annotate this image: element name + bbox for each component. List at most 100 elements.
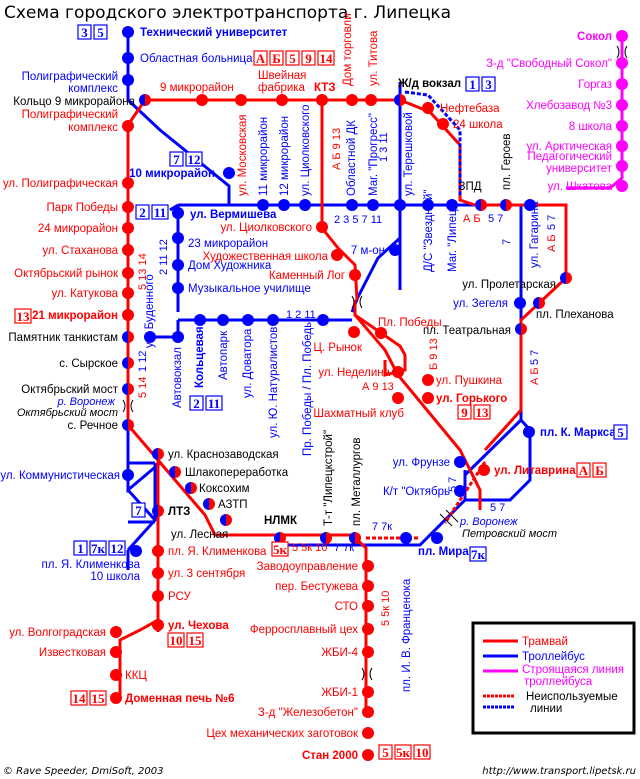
station-dot[interactable] [152, 567, 164, 579]
station-dot[interactable] [375, 327, 387, 339]
station-label[interactable]: ул. Арктическая [526, 141, 612, 153]
station-label[interactable]: Парк Победы [46, 202, 118, 214]
station-label[interactable]: Ферросплавный цех [250, 624, 358, 636]
station-dot[interactable] [110, 646, 122, 658]
station-label[interactable]: 12 микрорайон [279, 116, 291, 196]
station-dot[interactable] [122, 222, 134, 234]
station-dot[interactable] [110, 669, 122, 681]
station-label[interactable]: ЗПД [459, 181, 482, 193]
station-dot[interactable] [454, 456, 466, 468]
station-label[interactable]: АЗТП [218, 499, 248, 511]
station-label[interactable]: Шлакопереработка [185, 467, 289, 479]
station-label[interactable]: Пр. Победы / Пл. Победы [302, 320, 314, 456]
station-dot[interactable] [524, 199, 536, 211]
station-dot[interactable] [422, 374, 434, 386]
station-label[interactable]: Областная больница [140, 53, 253, 65]
station-label[interactable]: СТО [335, 601, 358, 613]
station-label[interactable]: ул. Гагарина [529, 201, 541, 268]
station-label[interactable]: ул. Зегеля [453, 298, 508, 310]
station-dot[interactable] [122, 309, 134, 321]
route-number-box[interactable]: 14 [317, 50, 335, 66]
station-label[interactable]: Известковая [39, 647, 106, 659]
website-link[interactable]: http://www.transport.lipetsk.ru [482, 766, 636, 777]
station-label[interactable]: ул. Катукова [51, 288, 118, 300]
station-dot[interactable] [196, 94, 208, 106]
station-label[interactable]: пл. И. В. Франценока [401, 578, 413, 692]
station-dot[interactable] [365, 94, 377, 106]
route-number-box[interactable]: 5 [285, 50, 300, 66]
route-number-box[interactable]: 5к [394, 744, 412, 760]
station-label[interactable]: Маг. "Прогресс" [368, 113, 380, 196]
station-dot-shared[interactable] [122, 419, 134, 431]
station-dot[interactable] [122, 469, 134, 481]
station-label[interactable]: 8 школа [569, 121, 613, 133]
station-label[interactable]: ул. Краснозаводская [168, 449, 279, 461]
route-number-box[interactable]: 5к [271, 541, 289, 557]
route-number-box[interactable]: 2 [135, 204, 150, 220]
station-label[interactable]: ул. Волгоградская [9, 627, 106, 639]
station-dot-shared[interactable] [152, 448, 164, 460]
station-label[interactable]: КТЗ [314, 82, 336, 94]
station-dot[interactable] [122, 52, 134, 64]
station-dot[interactable] [278, 199, 290, 211]
station-dot-shared[interactable] [500, 199, 512, 211]
route-number-box[interactable]: 11 [205, 395, 223, 411]
station-label[interactable]: ул. Пушкина [436, 375, 503, 387]
station-dot[interactable] [194, 314, 206, 326]
station-label[interactable]: пл. Плеханова [536, 309, 614, 321]
station-label[interactable]: ул. Стаханова [42, 245, 118, 257]
station-dot[interactable] [235, 94, 247, 106]
station-label[interactable]: Ц. Рынок [313, 342, 363, 354]
station-label[interactable]: ЛТЗ [168, 506, 190, 518]
station-dot[interactable] [616, 160, 628, 172]
station-dot[interactable] [110, 626, 122, 638]
station-label[interactable]: комплекс [68, 83, 118, 95]
station-dot-shared[interactable] [349, 532, 361, 544]
station-label[interactable]: 24 школа [453, 119, 503, 131]
station-label[interactable]: Доменная печь №6 [125, 693, 235, 705]
station-label[interactable]: ул. Доватора [242, 328, 254, 398]
station-label[interactable]: фабрика [258, 82, 306, 94]
station-label[interactable]: Памятник танкистам [8, 332, 118, 344]
route-number-box[interactable]: 7к [89, 540, 107, 556]
station-dot[interactable] [523, 426, 535, 438]
station-label[interactable]: ул. Фрунзе [393, 457, 450, 469]
station-dot-shared[interactable] [169, 466, 181, 478]
station-label[interactable]: РСУ [168, 591, 191, 603]
station-label[interactable]: Художественная школа [203, 251, 329, 263]
station-label[interactable]: Коксохим [199, 483, 250, 495]
station-label[interactable]: ул. Коммунистическая [0, 470, 120, 482]
station-dot[interactable] [392, 366, 404, 378]
station-dot[interactable] [616, 57, 628, 69]
station-dot-shared[interactable] [320, 532, 332, 544]
station-dot[interactable] [362, 646, 374, 658]
station-dot[interactable] [152, 545, 164, 557]
route-number-box[interactable]: 14 [70, 690, 88, 706]
route-number-box[interactable]: 7 [169, 151, 184, 167]
station-dot[interactable] [422, 392, 434, 404]
station-dot[interactable] [242, 314, 254, 326]
route-number-box[interactable]: 10 [167, 632, 185, 648]
route-number-box[interactable]: 15 [89, 690, 107, 706]
station-label[interactable]: Автовокзал [172, 347, 184, 408]
station-label[interactable]: ЖБИ-4 [321, 647, 358, 659]
station-label[interactable]: ЖБИ-1 [321, 687, 358, 699]
station-dot-shared[interactable] [139, 94, 151, 106]
route-number-box[interactable]: А [253, 50, 268, 66]
station-dot[interactable] [400, 532, 412, 544]
station-label[interactable]: пл. Я. Клименкова [42, 559, 141, 571]
station-label[interactable]: комплекс [68, 122, 118, 134]
station-dot[interactable] [454, 485, 466, 497]
station-label[interactable]: Заводоуправление [257, 561, 358, 573]
station-label[interactable]: ул. Вермишева [190, 209, 277, 221]
station-label[interactable]: 10 школа [90, 571, 140, 583]
station-dot[interactable] [446, 199, 458, 211]
station-label[interactable]: 11 микрорайон [258, 117, 270, 196]
station-dot-shared[interactable] [185, 482, 197, 494]
station-label[interactable]: Пл. Победы [378, 317, 442, 329]
route-number-box[interactable]: 12 [185, 151, 203, 167]
station-label[interactable]: с. Сырское [59, 358, 118, 370]
route-number-box[interactable]: 5 [613, 424, 628, 440]
route-number-box[interactable]: 5 [378, 744, 393, 760]
station-dot[interactable] [122, 287, 134, 299]
